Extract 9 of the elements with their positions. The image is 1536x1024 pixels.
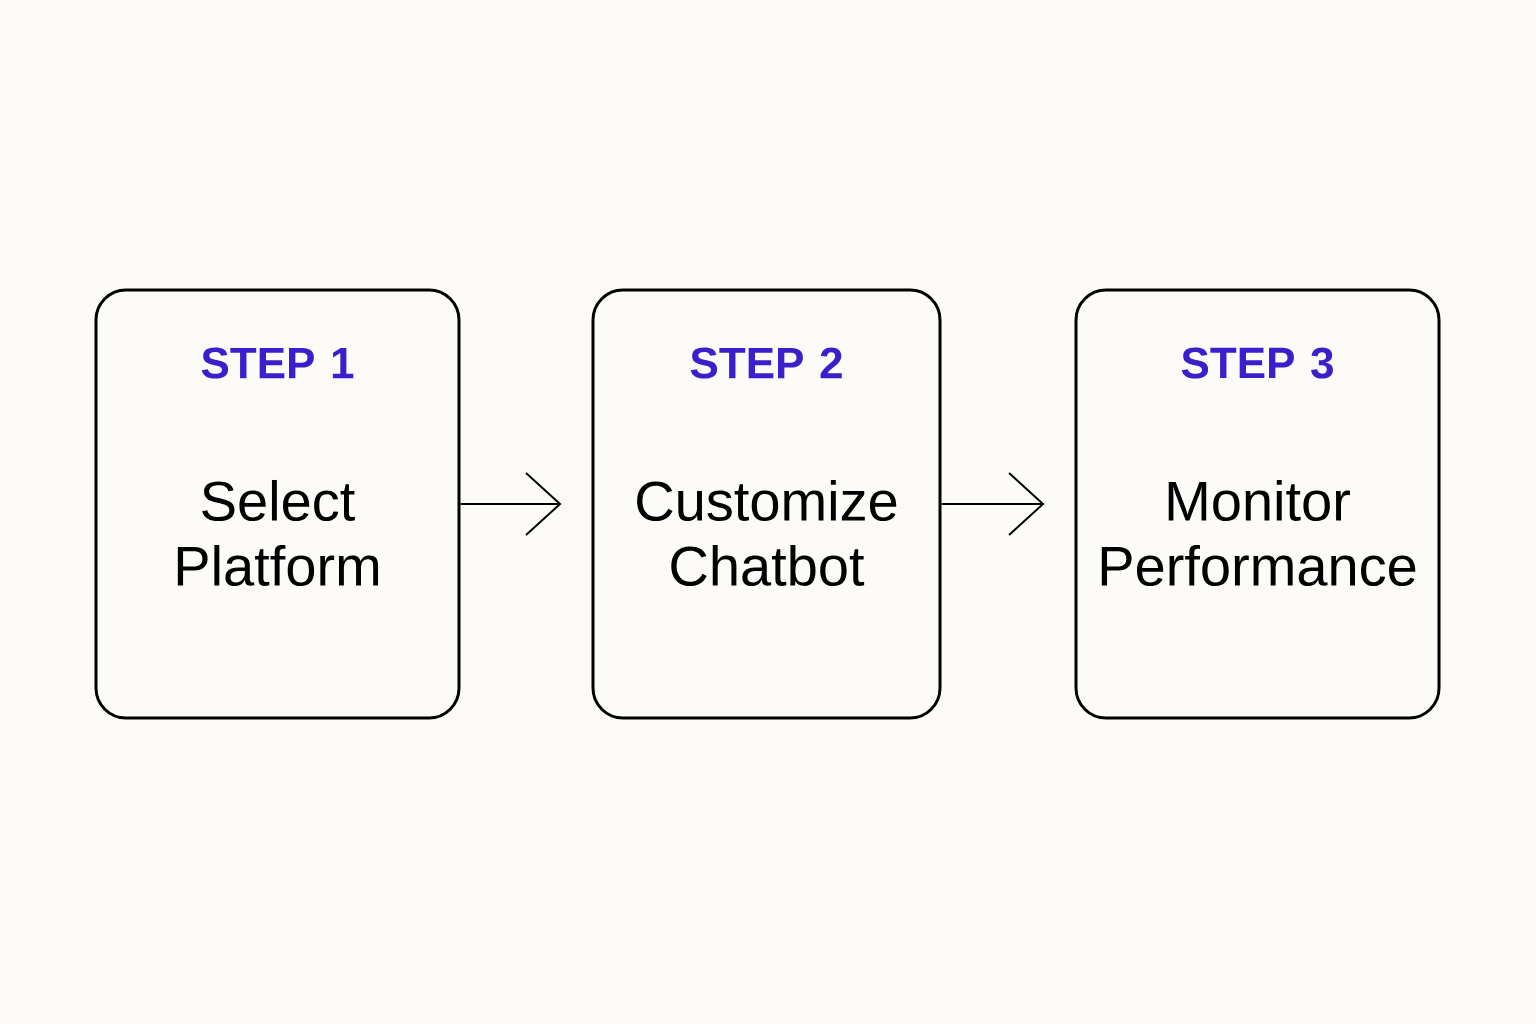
step-number: STEP 1 [201, 347, 354, 379]
step-box [94, 288, 461, 720]
step-box [1074, 288, 1441, 720]
step-number: STEP 2 [690, 347, 842, 379]
step-number: STEP 3 [1181, 347, 1333, 379]
step-box [591, 288, 942, 720]
step-title: Select Platform [177, 479, 379, 587]
step-title: Monitor Performance [1101, 479, 1416, 587]
step-title: Customize Chatbot [637, 479, 897, 587]
